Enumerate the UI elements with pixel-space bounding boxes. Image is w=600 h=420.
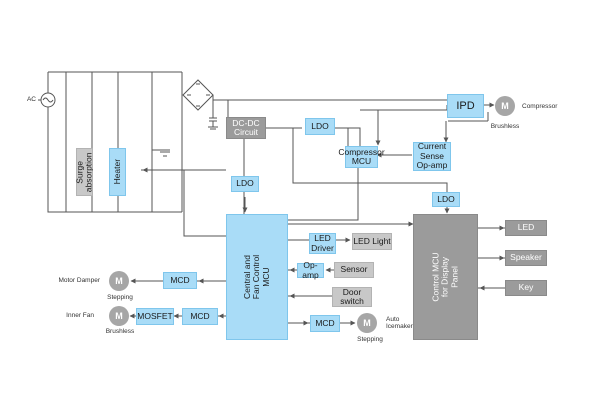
current-sense-block: Current Sense Op-amp (413, 142, 451, 171)
cap-ground (208, 126, 218, 130)
mcd-icemaker-block: MCD (310, 315, 340, 332)
sensor-block: Sensor (334, 262, 374, 278)
ipd-block: IPD (447, 94, 484, 118)
display-mcu-block: Control MCU for Display Panel (413, 214, 478, 340)
compressor-motor-icon: M (495, 96, 515, 116)
stepping-damper-label: Stepping (107, 294, 133, 301)
mcd-damper-block: MCD (163, 272, 197, 289)
icemaker-motor-icon: M (357, 313, 377, 333)
capacitor (209, 117, 217, 127)
ac-source-icon (40, 92, 56, 108)
mains-frame (47, 71, 182, 213)
central-fan-mcu-label: Central and Fan Control MCU (241, 254, 271, 300)
inner-fan-label: Inner Fan (66, 312, 94, 319)
central-to-heater (141, 169, 226, 237)
ldo-mid-block: LDO (231, 176, 259, 192)
brushless-top-label: Brushless (490, 123, 520, 130)
inner-fan-motor-icon: M (109, 306, 129, 326)
door-switch-block: Door switch (332, 287, 372, 307)
op-amp-block: Op-amp (297, 260, 324, 279)
mains-verticals (65, 72, 183, 212)
ac-label: AC (26, 96, 36, 103)
ipd-to-compressor-mcu (360, 105, 448, 111)
mcd-fan-block: MCD (182, 308, 218, 325)
key-block: Key (505, 280, 547, 296)
heater-block: Heater (109, 148, 126, 196)
display-mcu-label: Control MCU for Display Panel (430, 252, 460, 302)
ldo-top-block: LDO (305, 118, 335, 135)
mosfet-block: MOSFET (136, 308, 174, 325)
led-driver-block: LED Driver (309, 233, 336, 254)
bridge-diodes (187, 83, 210, 107)
bridge-rectifier (182, 79, 214, 111)
compressor-label: Compressor (522, 103, 558, 110)
damper-motor-icon: M (109, 271, 129, 291)
auto-icemaker-label: Auto Icemaker (386, 316, 413, 331)
brushless-fan-label: Brushless (105, 328, 135, 335)
led-output-block: LED (505, 220, 547, 236)
ground-left (160, 151, 170, 157)
motor-damper-label: Motor Damper (58, 277, 100, 284)
central-fan-mcu-block: Central and Fan Control MCU (226, 214, 288, 340)
led-light-block: LED Light (352, 233, 392, 250)
dcdc-to-display-ldo (292, 128, 448, 192)
stepping-ice-label: Stepping (357, 336, 383, 343)
surge-absorption-label: Surge absorption (74, 152, 94, 192)
heater-label: Heater (111, 159, 122, 185)
dcdc-circuit-block: DC-DC Circuit (226, 117, 266, 139)
cmcu-to-central (288, 146, 359, 221)
surge-absorption-block: Surge absorption (74, 148, 94, 196)
ldo-right-block: LDO (432, 192, 460, 207)
speaker-block: Speaker (505, 250, 547, 266)
ldo-to-compressor-mcu (333, 127, 361, 146)
compressor-mcu-block: Compressor MCU (338, 146, 385, 168)
